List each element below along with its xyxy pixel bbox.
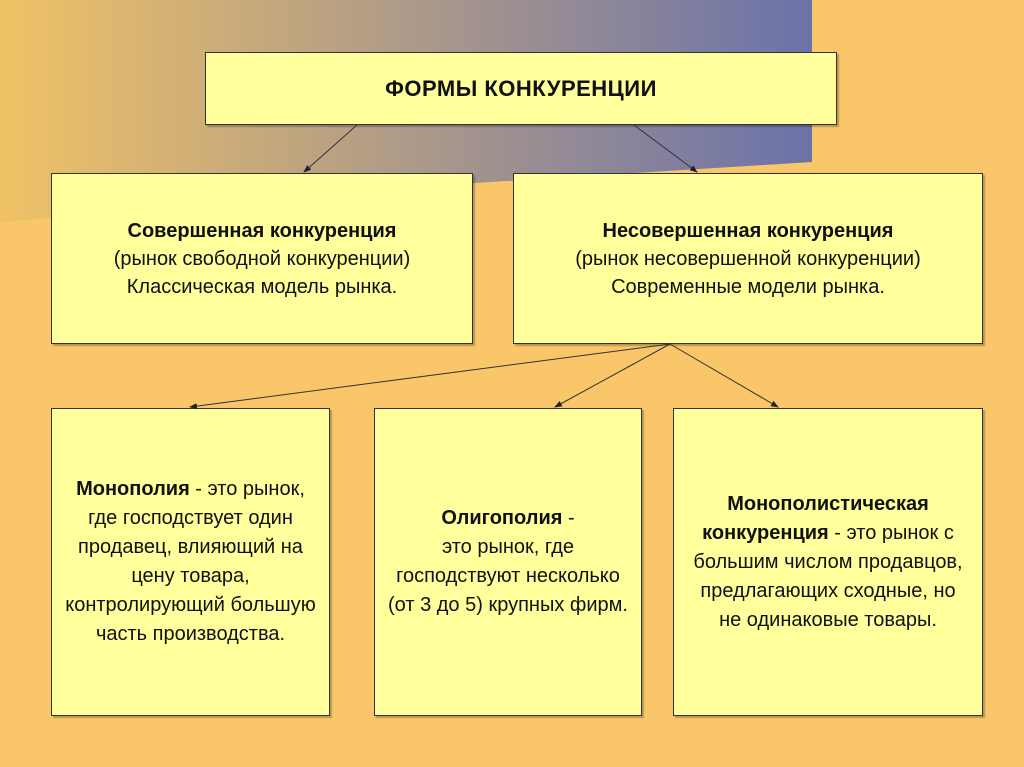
title-box: ФОРМЫ КОНКУРЕНЦИИ: [205, 52, 837, 125]
monopoly-box: Монополия - это рынок, где господствует …: [51, 408, 330, 716]
perfect-heading: Совершенная конкуренция: [127, 219, 397, 242]
monopoly-term: Монополия: [76, 478, 190, 500]
oligopoly-text: это рынок, где господствуют несколько (о…: [388, 536, 628, 616]
monopolistic-competition-box: Монополистическая конкуренция - это рыно…: [673, 408, 983, 716]
imperfect-competition-box: Несовершенная конкуренция (рынок несовер…: [513, 173, 983, 344]
imperfect-heading: Несовершенная конкуренция: [602, 219, 894, 242]
imperfect-line1: (рынок несовершенной конкуренции): [575, 247, 921, 270]
oligopoly-box: Олигополия - это рынок, где господствуют…: [374, 408, 642, 716]
diagram-title: ФОРМЫ КОНКУРЕНЦИИ: [385, 75, 657, 101]
perfect-line2: Классическая модель рынка.: [126, 275, 398, 298]
monocomp-text: рынок с большим числом продавцов, предла…: [693, 521, 963, 631]
oligopoly-dash: -: [562, 507, 575, 529]
monopoly-text: это рынок, где господствует один продаве…: [65, 478, 316, 645]
perfect-line1: (рынок свободной конкуренции): [113, 247, 411, 270]
monocomp-dash: - это: [828, 521, 877, 544]
imperfect-line2: Современные модели рынка.: [611, 275, 885, 298]
monopoly-dash: -: [189, 478, 202, 500]
monocomp-term: Монополистическая конкуренция: [702, 492, 929, 544]
perfect-competition-box: Совершенная конкуренция (рынок свободной…: [51, 173, 473, 344]
oligopoly-term: Олигополия: [441, 507, 563, 529]
